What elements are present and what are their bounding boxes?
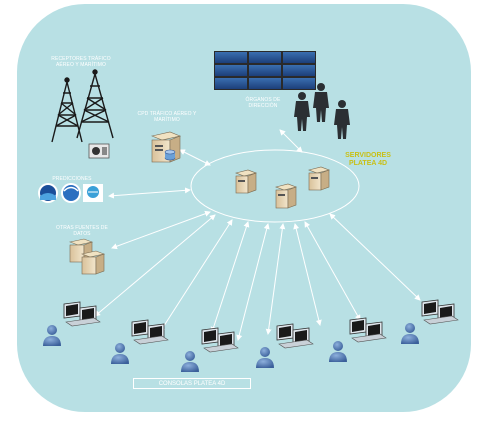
servers-ellipse xyxy=(190,149,360,223)
console-workstation-icon xyxy=(329,317,387,362)
connection-arrows xyxy=(94,129,421,341)
video-wall xyxy=(214,51,316,90)
directors-icon xyxy=(294,83,350,139)
console-workstation-icon xyxy=(43,301,101,346)
console-workstation-icon xyxy=(181,327,239,372)
console-workstation-icon xyxy=(111,319,169,364)
cpd-server-icon xyxy=(150,131,182,163)
console-workstation-icon xyxy=(256,323,314,368)
radio-tower-icon xyxy=(51,69,114,143)
organos-label: ÓRGANOS DE DIRECCIÓN xyxy=(245,97,281,109)
platea-server-icon xyxy=(274,183,298,209)
data-source-servers-icon xyxy=(68,238,106,275)
otras-fuentes-label: OTRAS FUENTES DE DATOS xyxy=(56,225,108,237)
noaa-logo-icon xyxy=(38,183,103,203)
consolas-caption: CONSOLAS PLATEA 4D xyxy=(133,378,251,389)
receiver-device-icon xyxy=(88,143,110,159)
platea-server-icon xyxy=(307,166,331,191)
predicciones-label: PREDICCIONES xyxy=(52,176,92,182)
cpd-label: CPD TRÁFICO AÉREO Y MARÍTIMO xyxy=(137,111,197,123)
platea-server-icon xyxy=(234,169,258,194)
receptores-label: RECEPTORES TRÁFICO AÉREO Y MARÍTIMO xyxy=(51,56,111,68)
console-workstation-icon xyxy=(401,299,459,344)
servidores-label: SERVIDORES PLATEA 4D xyxy=(345,152,391,167)
